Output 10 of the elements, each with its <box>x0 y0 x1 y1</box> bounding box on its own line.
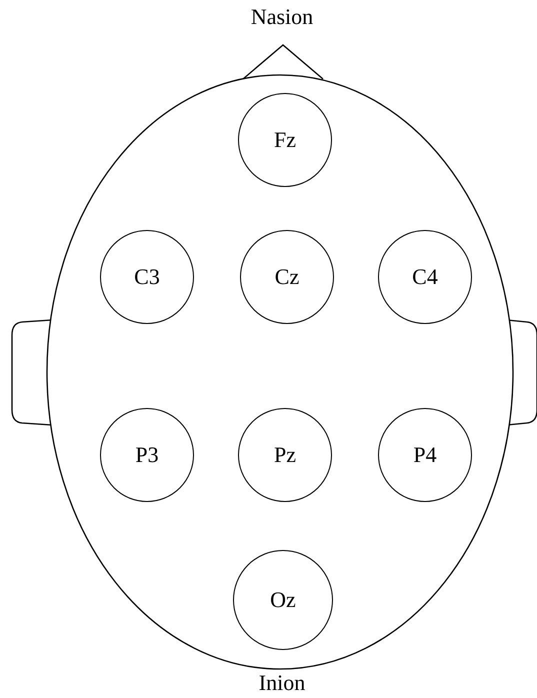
electrode-label: Fz <box>274 127 296 153</box>
electrode-label: P3 <box>135 442 159 468</box>
landmark-label: Nasion <box>250 4 314 30</box>
electrode-label: C3 <box>134 264 160 290</box>
electrode-label: P4 <box>413 442 437 468</box>
electrode-label: Oz <box>270 587 296 613</box>
electrode-label: Pz <box>274 442 296 468</box>
electrode-label: Cz <box>274 264 300 290</box>
electrode-label: C4 <box>412 264 438 290</box>
landmark-label: Inion <box>258 670 306 696</box>
